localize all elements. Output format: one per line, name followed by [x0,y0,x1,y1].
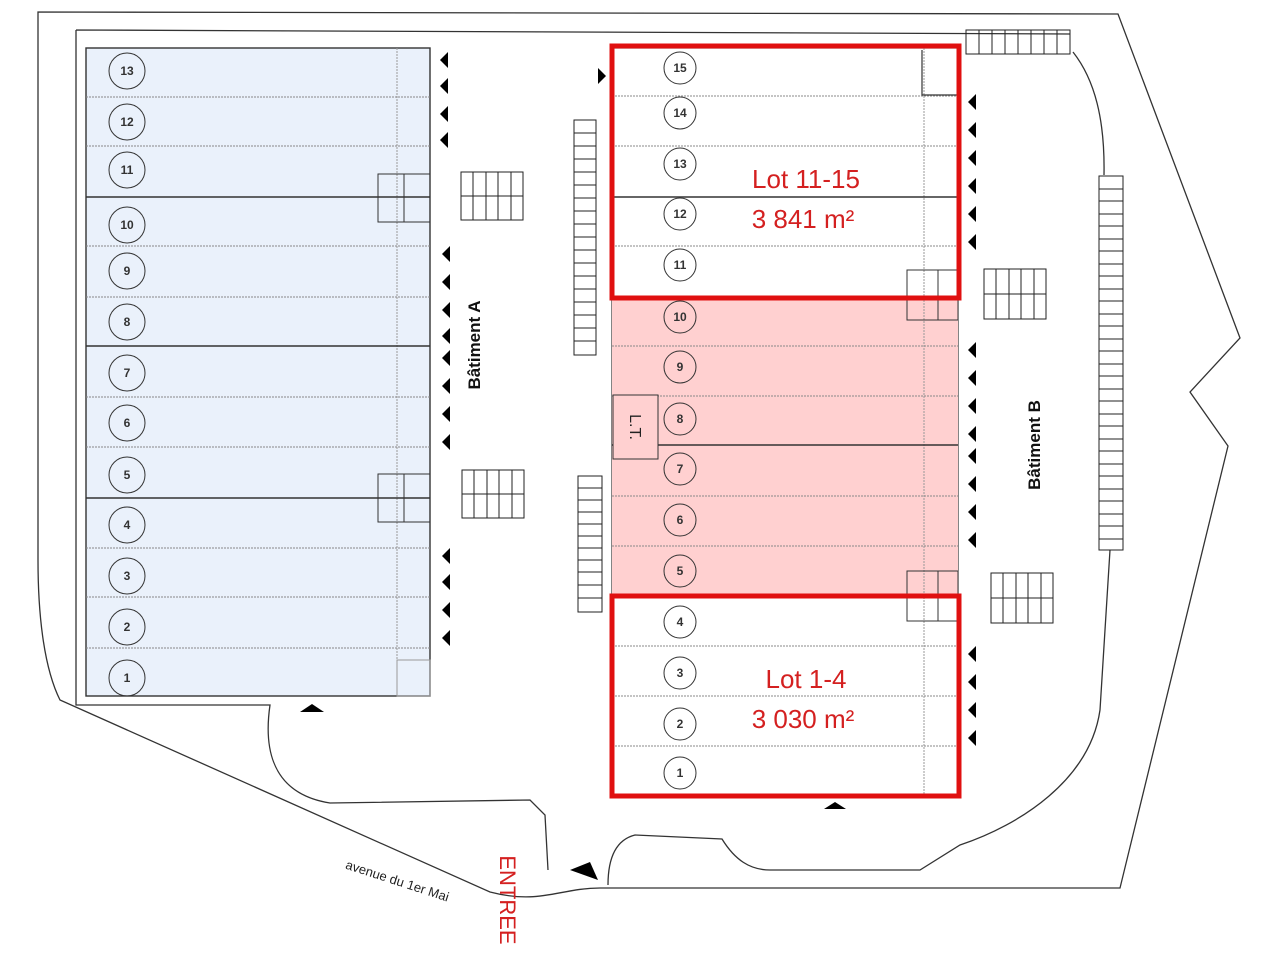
svg-text:9: 9 [677,360,684,374]
svg-text:1: 1 [677,766,684,780]
unit-a-9: 9 [108,252,146,290]
svg-text:5: 5 [124,468,131,482]
unit-b-13: 13 [663,147,697,181]
unit-b-9: 9 [663,350,697,384]
svg-text:6: 6 [677,513,684,527]
svg-text:12: 12 [673,207,687,221]
svg-text:4: 4 [677,615,684,629]
unit-b-7: 7 [663,452,697,486]
parking-grids [460,29,1124,624]
unit-a-3: 3 [108,557,146,595]
svg-text:11: 11 [121,163,134,177]
building-a-dock-arrows [300,52,450,712]
unit-b-15: 15 [663,51,697,85]
svg-text:10: 10 [673,310,687,324]
svg-text:8: 8 [677,412,684,426]
unit-a-2: 2 [108,608,146,646]
building-b-label: Bâtiment B [1025,400,1044,490]
svg-text:13: 13 [120,64,134,78]
unit-a-13: 13 [108,52,146,90]
unit-a-12: 12 [108,103,146,141]
unit-b-2: 2 [663,707,697,741]
lot-1-4-area: 3 030 m² [752,704,855,734]
unit-a-6: 6 [108,404,146,442]
site-boundary [37,11,1241,898]
unit-b-14: 14 [663,96,697,130]
available-zone-highlight [612,298,958,596]
svg-text:10: 10 [120,218,134,232]
unit-a-5: 5 [108,456,146,494]
svg-text:2: 2 [677,717,684,731]
local-technique-box [612,394,659,460]
unit-b-4: 4 [663,605,697,639]
building-b-dock-arrows [570,68,976,880]
unit-b-8: 8 [663,402,697,436]
lot-1-4-label: Lot 1-4 [766,664,847,694]
svg-text:6: 6 [124,416,131,430]
entrance-label[interactable]: ENTREE [495,855,520,944]
svg-text:15: 15 [673,61,687,75]
building-a-units: 13 12 11 10 9 8 7 6 5 4 3 2 1 [108,52,146,697]
inner-road-b [607,549,1111,886]
unit-a-11: 11 [108,151,146,189]
svg-text:9: 9 [124,264,131,278]
unit-a-10: 10 [108,206,146,244]
building-a [85,47,431,697]
svg-text:12: 12 [120,115,134,129]
svg-text:11: 11 [674,258,687,272]
unit-b-12: 12 [663,197,697,231]
unit-b-10: 10 [663,300,697,334]
svg-text:3: 3 [677,666,684,680]
svg-text:7: 7 [677,462,684,476]
unit-b-6: 6 [663,503,697,537]
svg-text:5: 5 [677,564,684,578]
local-technique-label: L.T. [626,414,643,440]
svg-text:1: 1 [124,671,131,685]
unit-b-1: 1 [663,756,697,790]
lot-11-15-area: 3 841 m² [752,204,855,234]
parking-strip-lines [574,132,1123,599]
svg-text:2: 2 [124,620,131,634]
lot-1-4-outline[interactable] [609,593,962,799]
inner-road-b-top [1072,51,1105,176]
unit-b-11: 11 [663,248,697,282]
svg-text:8: 8 [124,315,131,329]
svg-text:4: 4 [124,518,131,532]
unit-b-5: 5 [663,554,697,588]
inner-road-a [75,29,1071,871]
svg-text:7: 7 [124,366,131,380]
svg-text:3: 3 [124,569,131,583]
unit-b-3: 3 [663,656,697,690]
unit-a-8: 8 [108,303,146,341]
svg-text:13: 13 [673,157,687,171]
svg-text:14: 14 [673,106,687,120]
building-a-label: Bâtiment A [465,300,484,389]
unit-a-1: 1 [108,659,146,697]
building-b-units: 15 14 13 12 11 10 9 8 7 6 5 4 3 2 1 [663,51,697,790]
lot-11-15-label: Lot 11-15 [752,164,860,194]
unit-a-7: 7 [108,354,146,392]
street-label: avenue du 1er Mai [344,857,451,905]
lot-11-15-outline[interactable] [609,43,962,301]
unit-a-4: 4 [108,506,146,544]
